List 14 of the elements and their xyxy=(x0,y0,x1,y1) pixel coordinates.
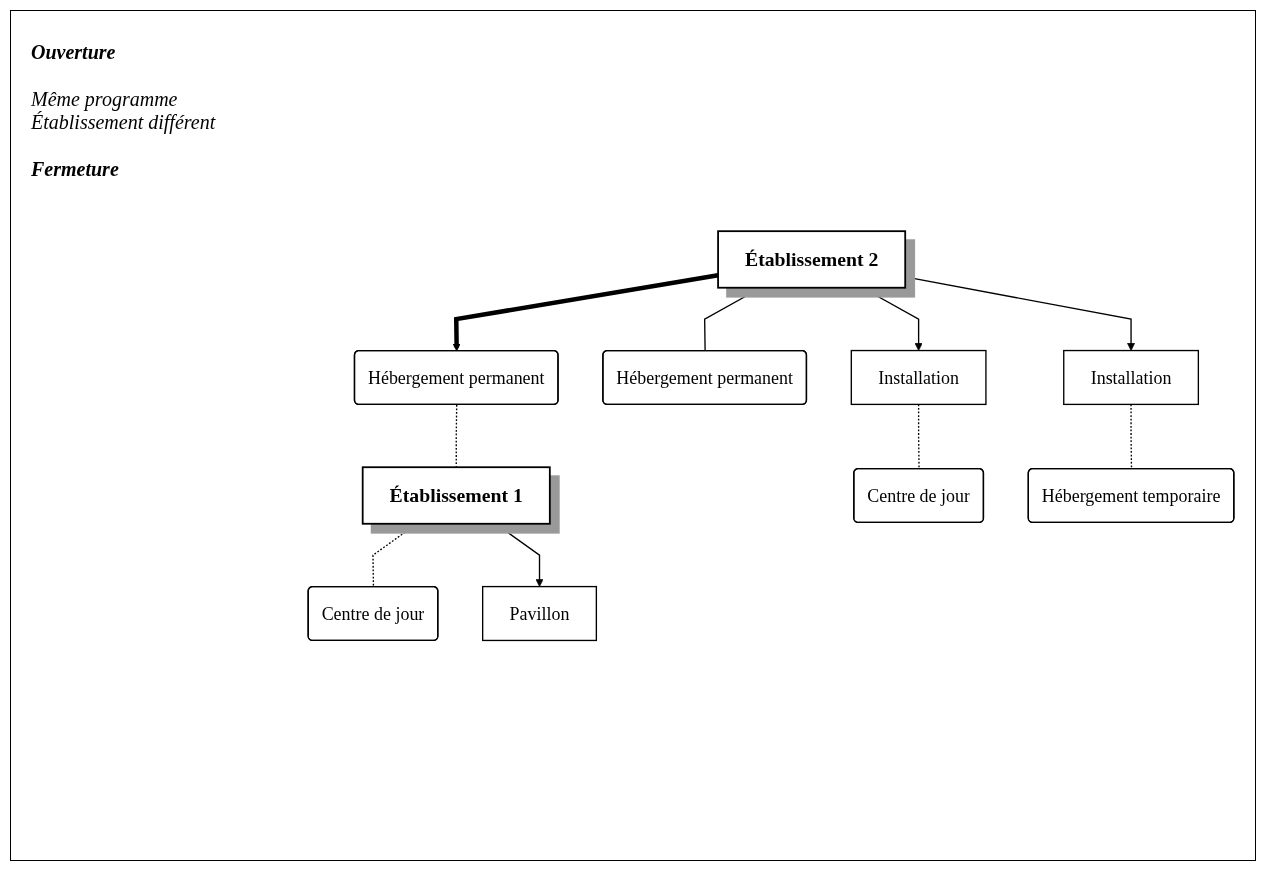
arrow xyxy=(861,287,923,352)
connector xyxy=(704,287,762,352)
connector xyxy=(917,403,920,470)
connector xyxy=(1130,403,1133,470)
node-box: Établissement 2 xyxy=(717,230,907,289)
arrow xyxy=(452,273,719,352)
node-box: Établissement 1 xyxy=(361,466,551,525)
note-text: Même programme Établissement différent xyxy=(31,88,217,134)
note-text: Ouverture xyxy=(31,41,117,64)
arrow xyxy=(495,523,544,588)
note-text: Fermeture xyxy=(31,158,120,181)
node-box: Installation xyxy=(1063,350,1200,406)
node-box: Installation xyxy=(850,350,987,406)
node-box: Pavillon xyxy=(482,586,598,642)
